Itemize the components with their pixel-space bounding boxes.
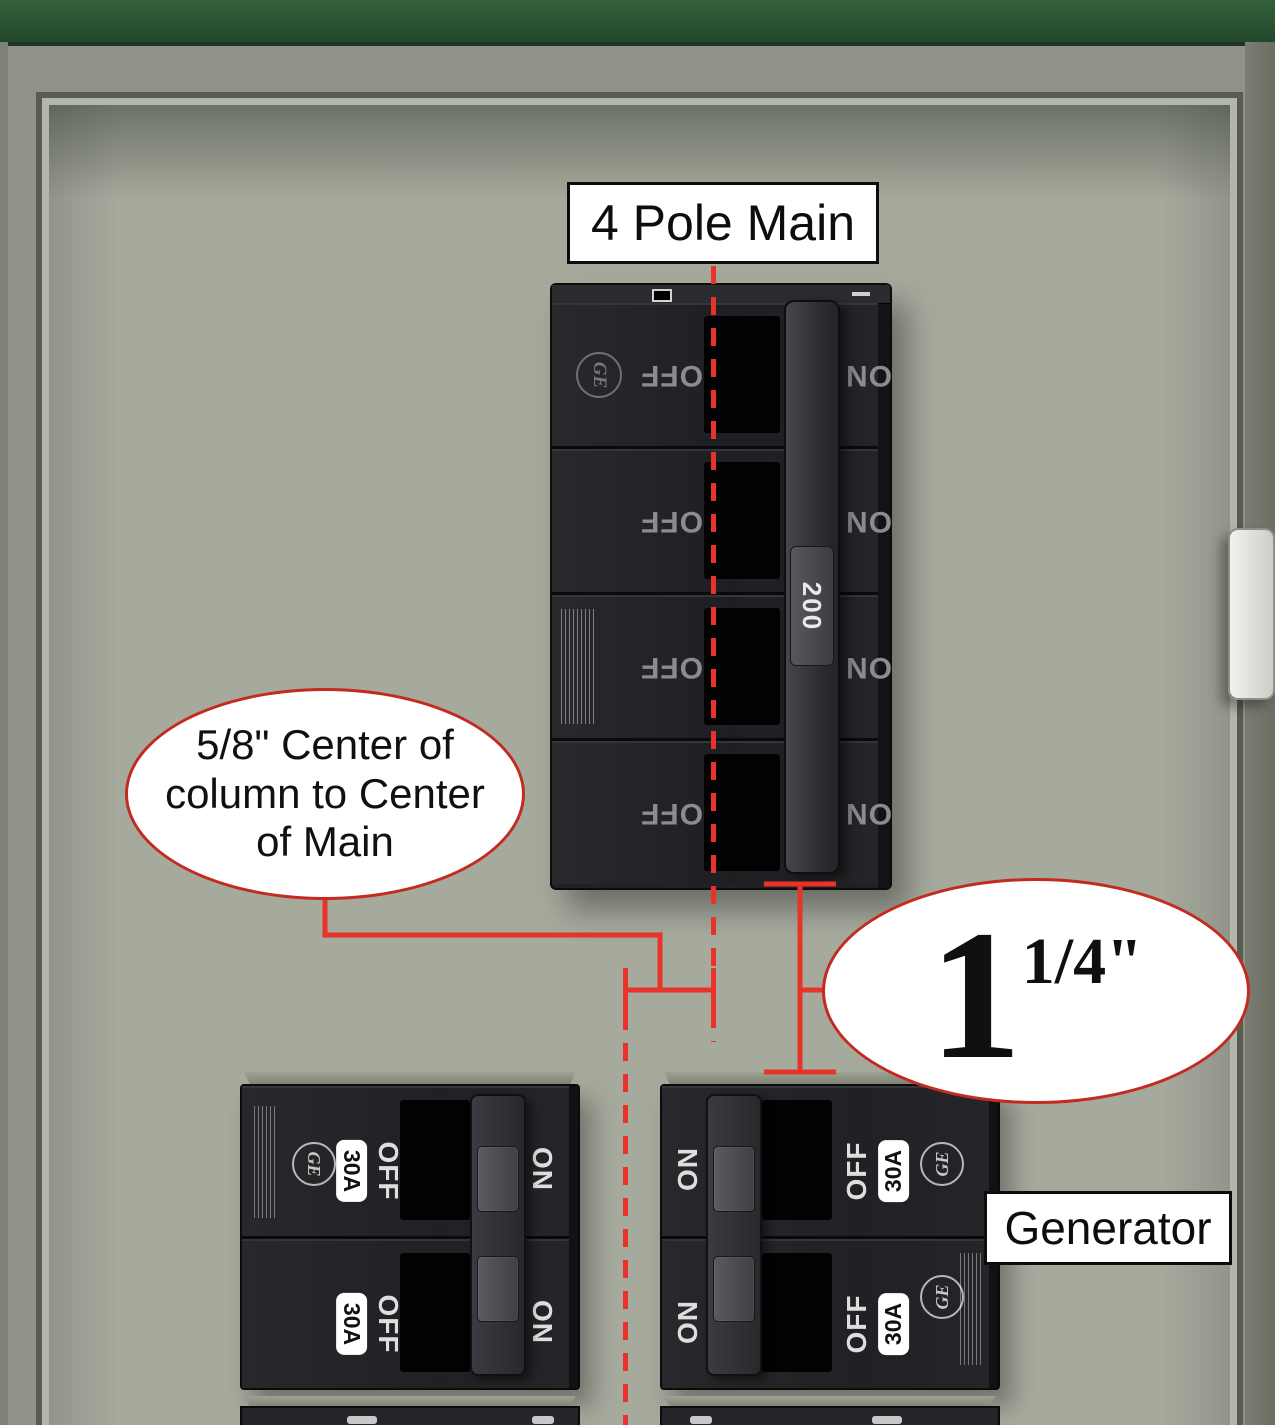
main-off-label: OFF bbox=[640, 796, 703, 830]
breaker-body bbox=[660, 1406, 1000, 1425]
main-breaker-top-face bbox=[552, 285, 890, 304]
amp-rating-badge: 30A bbox=[877, 1292, 909, 1355]
generator-label: Generator bbox=[1004, 1202, 1212, 1254]
partial-breaker-right bbox=[660, 1396, 1000, 1425]
branch-toggle-handle[interactable] bbox=[706, 1094, 762, 1376]
measurement-whole-number: 1 bbox=[929, 893, 1022, 1099]
callout-line-3: of Main bbox=[256, 818, 394, 866]
ge-logo: GE bbox=[576, 351, 622, 398]
main-off-label: OFF bbox=[640, 358, 703, 392]
main-on-label: ON bbox=[845, 650, 892, 684]
breaker-indicator-window bbox=[652, 289, 672, 302]
branch-on-label: ON bbox=[672, 1299, 703, 1344]
main-on-label: ON bbox=[845, 796, 892, 830]
main-breaker-label: 4 Pole Main bbox=[590, 195, 856, 251]
main-breaker-handle[interactable]: 200 bbox=[784, 300, 840, 874]
amp-rating-badge: 30A bbox=[877, 1139, 909, 1203]
panel-top-trim bbox=[0, 0, 1275, 46]
partial-breaker-left bbox=[240, 1396, 580, 1425]
main-amp-rating: 200 bbox=[797, 581, 828, 631]
breaker-toggle-window bbox=[704, 316, 780, 433]
toggle-grip[interactable] bbox=[713, 1146, 755, 1212]
breaker-top-face bbox=[244, 1396, 576, 1408]
breaker-fine-print bbox=[532, 1416, 554, 1424]
breaker-toggle-window bbox=[704, 462, 780, 579]
breaker-top-mark bbox=[852, 292, 870, 296]
breaker-edge bbox=[569, 1086, 578, 1388]
measurement-value: 1 1/4" bbox=[929, 893, 1143, 1099]
breaker-body bbox=[240, 1406, 580, 1425]
amp-rating-badge: 30A bbox=[335, 1139, 367, 1203]
ge-logo: GE bbox=[920, 1142, 964, 1186]
main-breaker-4pole: GE OFF ON OFF ON OFF ON OFF ON bbox=[550, 283, 892, 890]
branch-off-label: OFF bbox=[840, 1141, 872, 1201]
main-breaker-label-box: 4 Pole Main bbox=[567, 182, 879, 264]
main-on-label: ON bbox=[845, 358, 892, 392]
callout-1-1-4-measurement: 1 1/4" bbox=[822, 878, 1250, 1104]
breaker-fine-print bbox=[254, 1106, 276, 1218]
callout-line-1: 5/8" Center of bbox=[196, 720, 454, 768]
callout-line-2: column to Center bbox=[165, 769, 485, 817]
main-off-label: OFF bbox=[640, 650, 703, 684]
branch-breaker-generator: ON OFF 30A GE ON bbox=[660, 1072, 1000, 1390]
toggle-grip[interactable] bbox=[477, 1146, 519, 1212]
main-on-label: ON bbox=[845, 504, 892, 538]
branch-off-label: OFF bbox=[840, 1294, 872, 1354]
door-right-edge bbox=[1245, 42, 1275, 1425]
branch-on-label: ON bbox=[527, 1147, 558, 1191]
breaker-body: GE OFF 30A ON OFF bbox=[240, 1084, 580, 1390]
amp-rating-badge: 30A bbox=[335, 1292, 367, 1355]
callout-5-8-measurement: 5/8" Center of column to Center of Main bbox=[125, 688, 525, 900]
breaker-fine-print bbox=[561, 609, 595, 724]
measurement-fraction: 1/4" bbox=[1021, 925, 1143, 999]
breaker-toggle-window bbox=[704, 608, 780, 725]
breaker-body: ON OFF 30A GE ON bbox=[660, 1084, 1000, 1390]
branch-breaker-left: GE OFF 30A ON OFF bbox=[240, 1072, 580, 1390]
breaker-toggle-window bbox=[762, 1252, 832, 1372]
breaker-toggle-window bbox=[762, 1100, 832, 1220]
generator-label-box: Generator bbox=[984, 1191, 1232, 1265]
breaker-toggle-window bbox=[400, 1252, 470, 1372]
door-left-edge bbox=[0, 42, 8, 1425]
breaker-top-face bbox=[664, 1396, 996, 1408]
toggle-grip[interactable] bbox=[713, 1256, 755, 1322]
ge-logo: GE bbox=[920, 1274, 964, 1319]
branch-on-label: ON bbox=[672, 1147, 703, 1191]
breaker-toggle-window bbox=[704, 754, 780, 871]
breaker-fine-print bbox=[960, 1252, 982, 1365]
breaker-fine-print bbox=[872, 1416, 902, 1424]
door-latch[interactable] bbox=[1228, 528, 1275, 700]
main-off-label: OFF bbox=[640, 504, 703, 538]
breaker-fine-print bbox=[347, 1416, 377, 1424]
toggle-grip[interactable] bbox=[477, 1256, 519, 1322]
main-breaker-handle-grip[interactable]: 200 bbox=[790, 546, 834, 666]
breaker-top-face bbox=[244, 1072, 576, 1086]
branch-on-label: ON bbox=[527, 1299, 558, 1344]
branch-toggle-handle[interactable] bbox=[470, 1094, 526, 1376]
breaker-fine-print bbox=[690, 1416, 712, 1424]
main-breaker-edge bbox=[878, 285, 890, 888]
breaker-toggle-window bbox=[400, 1100, 470, 1220]
